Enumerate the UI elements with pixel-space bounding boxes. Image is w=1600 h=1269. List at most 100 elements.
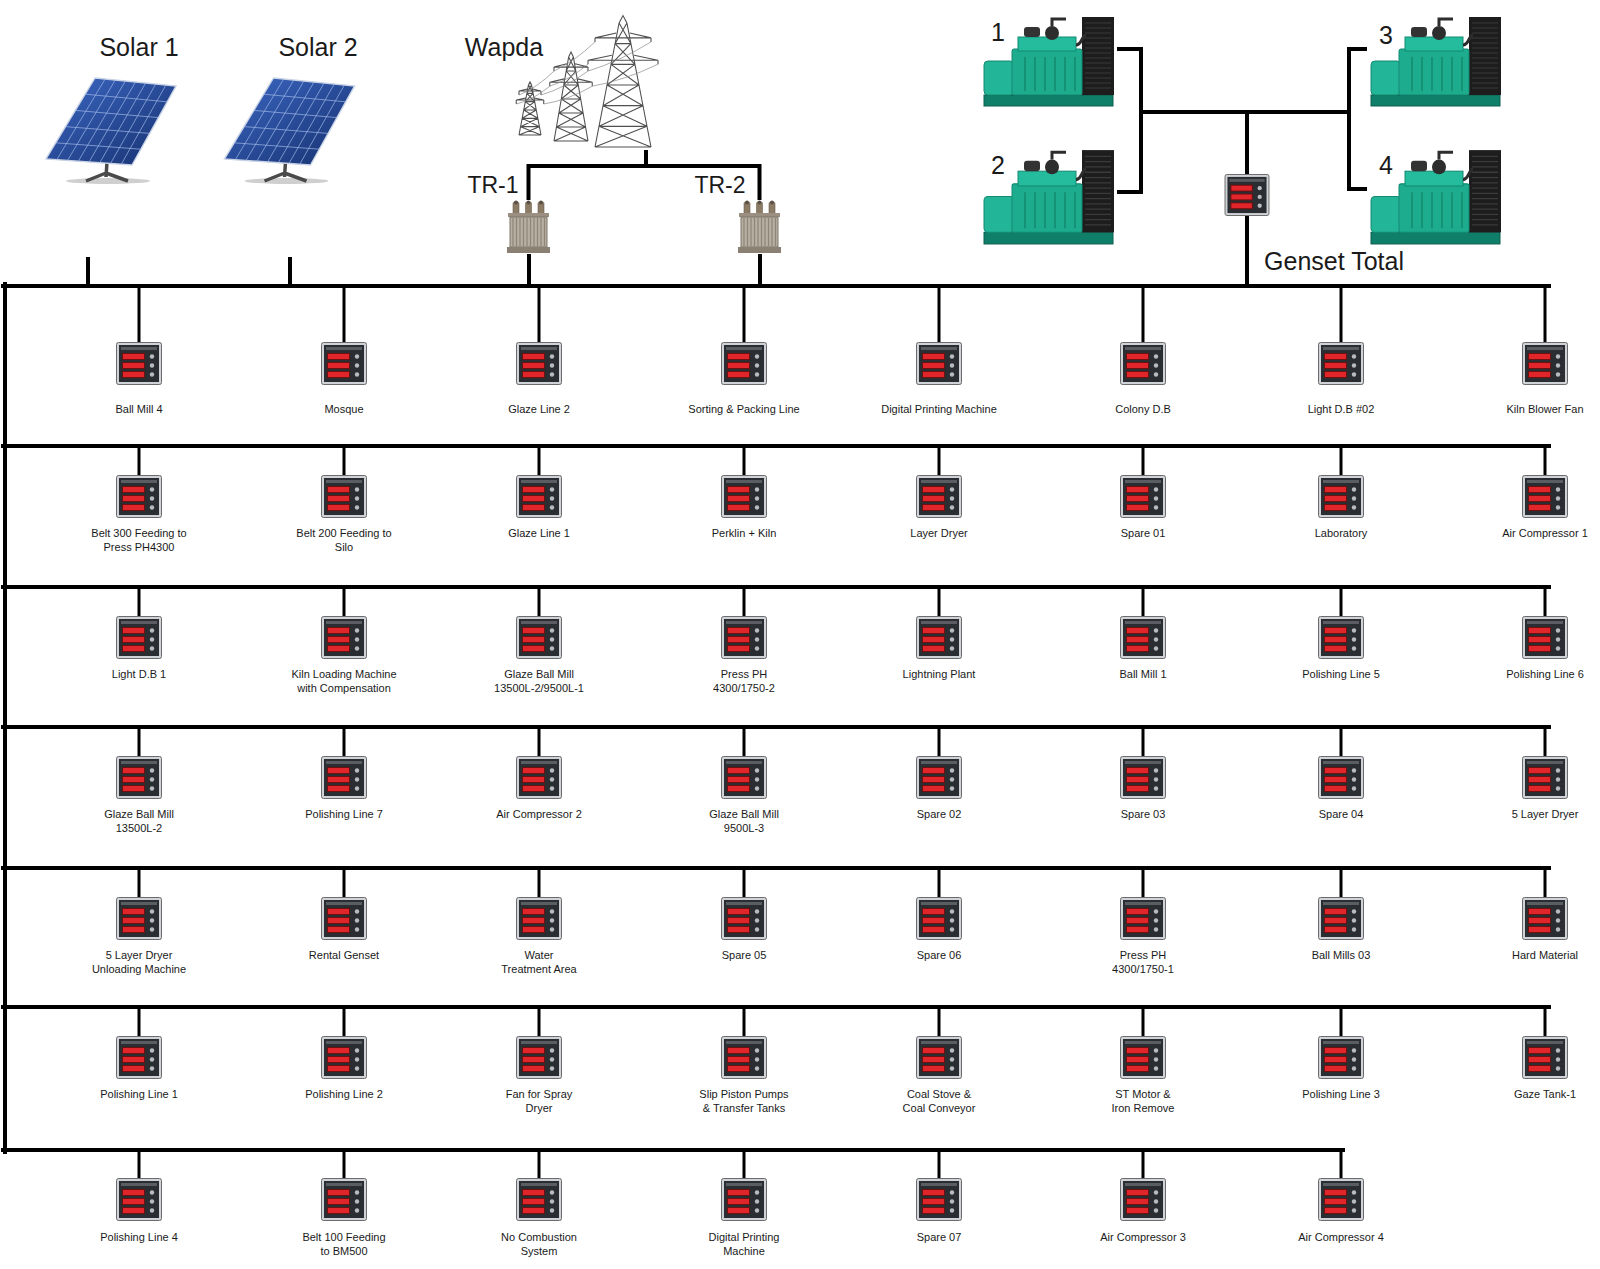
meter-detail — [519, 1181, 559, 1218]
meter-detail — [1319, 898, 1364, 940]
meter-detail — [722, 1037, 767, 1079]
meter-detail — [724, 759, 764, 796]
gen-detail — [1012, 184, 1082, 233]
meter-detail — [550, 505, 554, 509]
meter-detail — [1324, 1198, 1347, 1205]
meter-detail — [1127, 487, 1148, 492]
meter-detail — [950, 909, 954, 913]
meter-detail — [550, 496, 554, 500]
meter-detail — [1528, 504, 1551, 511]
meter-detail — [1258, 195, 1262, 199]
meter-detail — [1121, 617, 1166, 659]
meter-detail — [150, 1190, 154, 1194]
meter-detail — [1529, 909, 1550, 914]
meter-detail — [724, 1039, 764, 1076]
feeder-label: Polishing Line 5 — [1302, 667, 1380, 681]
meter-detail — [355, 372, 359, 376]
meter-detail — [1529, 637, 1550, 642]
meter-detail — [724, 478, 764, 515]
meter-detail — [1126, 1189, 1149, 1196]
meter-detail — [1352, 1057, 1356, 1061]
feeder-label: Perklin + Kiln — [712, 526, 777, 540]
meter-detail — [1527, 1041, 1563, 1044]
meter-detail — [1528, 1047, 1551, 1054]
meter-detail — [1324, 908, 1347, 915]
meter-detail — [728, 777, 749, 782]
meter-detail — [950, 637, 954, 641]
meter-detail — [722, 898, 767, 940]
meter-detail — [1127, 918, 1148, 923]
meter-detail — [123, 909, 144, 914]
meter-detail — [1527, 480, 1563, 483]
meter-detail — [355, 927, 359, 931]
meter-detail — [1121, 476, 1166, 518]
meter-detail — [328, 372, 349, 377]
meter-detail — [755, 637, 759, 641]
meter-detail — [523, 909, 544, 914]
meter-detail — [523, 1190, 544, 1195]
meter-detail — [922, 627, 945, 634]
meter-detail — [1352, 646, 1356, 650]
meter-detail — [517, 898, 562, 940]
meter-detail — [324, 478, 364, 515]
meter-detail — [1325, 487, 1346, 492]
feeder-meter: Hard Material — [1522, 897, 1568, 940]
meter-detail — [1126, 776, 1149, 783]
meter-detail — [1556, 372, 1560, 376]
meter-detail — [517, 617, 562, 659]
solar-detail — [56, 79, 167, 164]
meter-detail — [919, 1181, 959, 1218]
meter-icon — [1522, 342, 1568, 385]
meter-detail — [150, 1048, 154, 1052]
meter-detail — [727, 1198, 750, 1205]
feeder-label: Digital Printing Machine — [699, 1230, 789, 1258]
meter-detail — [324, 759, 364, 796]
meter-icon — [321, 897, 367, 940]
meter-detail — [117, 476, 162, 518]
meter-detail — [1229, 179, 1264, 182]
meter-detail — [722, 757, 767, 799]
meter-detail — [328, 646, 349, 651]
generator: 4 — [1367, 148, 1504, 245]
meter-detail — [328, 1057, 349, 1062]
meter-detail — [727, 1047, 750, 1054]
meter-detail — [1123, 1181, 1163, 1218]
meter-detail — [355, 1190, 359, 1194]
meter-detail — [328, 1208, 349, 1213]
meter-detail — [919, 478, 959, 515]
meter-detail — [327, 1056, 350, 1063]
meter-detail — [1123, 759, 1163, 796]
meter-detail — [728, 768, 749, 773]
meter-detail — [1126, 645, 1149, 652]
meter-detail — [1258, 186, 1262, 190]
solar-drop — [88, 257, 290, 286]
meter-detail — [1325, 1199, 1346, 1204]
feeder-label: Spare 04 — [1319, 807, 1364, 821]
trafo-detail — [513, 218, 545, 246]
meter-detail — [328, 1048, 349, 1053]
feeder-meter: Spare 05 — [721, 897, 767, 940]
meter-detail — [328, 1190, 349, 1195]
meter-detail — [1231, 195, 1252, 200]
meter-detail — [355, 909, 359, 913]
meter-detail — [1324, 486, 1347, 493]
meter-detail — [1529, 628, 1550, 633]
meter-detail — [150, 363, 154, 367]
gen-detail — [1045, 26, 1059, 40]
meter-detail — [722, 1179, 767, 1221]
meter-detail — [150, 1057, 154, 1061]
meter-detail — [522, 1056, 545, 1063]
meter-detail — [1258, 204, 1262, 208]
meter-detail — [1556, 777, 1560, 781]
feeder-label: Glaze Ball Mill 13500L-2 — [94, 807, 184, 835]
feeder-meter: Air Compressor 1 — [1522, 475, 1568, 518]
meter-detail — [1556, 909, 1560, 913]
feeder-label: Digital Printing Machine — [881, 402, 997, 416]
generator-number: 3 — [1379, 22, 1393, 50]
meter-detail — [1523, 898, 1568, 940]
meter-detail — [122, 645, 145, 652]
meter-detail — [327, 776, 350, 783]
meter-icon — [1522, 1036, 1568, 1079]
meter-icon — [1120, 756, 1166, 799]
